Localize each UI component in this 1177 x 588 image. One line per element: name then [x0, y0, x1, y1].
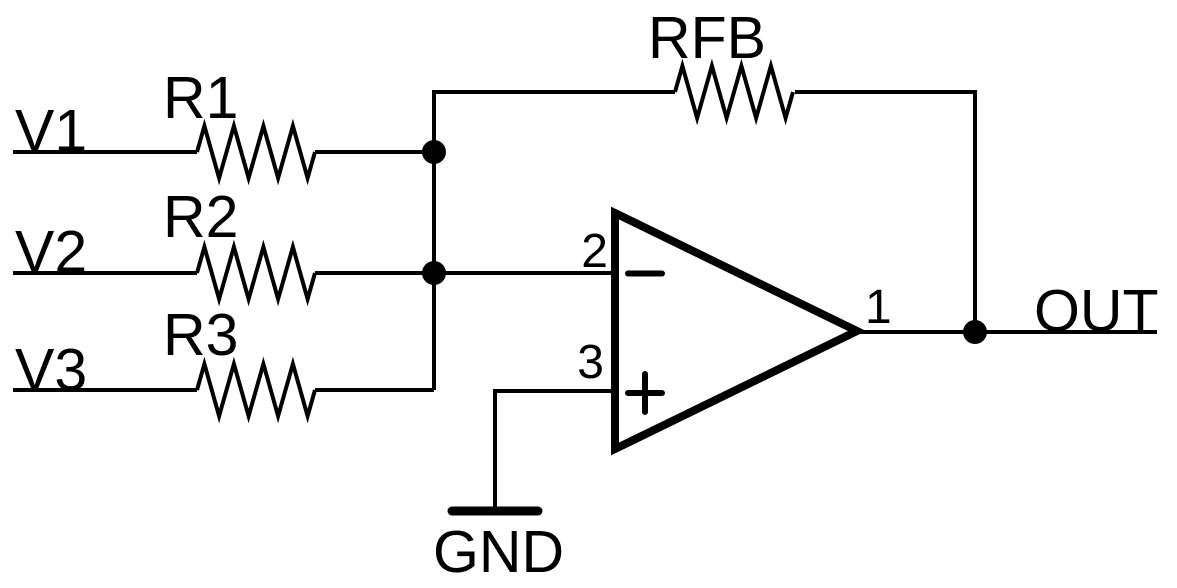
wire-feedback-to-output-node — [795, 90, 977, 332]
resistor-r2-label: R2 — [163, 184, 238, 250]
resistor-r2-symbol — [195, 245, 317, 301]
input-v1-label: V1 — [15, 98, 87, 164]
junction-dots — [422, 140, 987, 344]
resistor-rfb-symbol — [673, 64, 795, 120]
resistor-rfb-label: RFB — [648, 5, 766, 71]
resistor-r1-label: R1 — [163, 65, 238, 131]
input-v2-label: V2 — [15, 219, 87, 285]
opamp-triangle — [611, 206, 867, 456]
junction-dot — [963, 320, 987, 344]
junction-dot — [422, 261, 446, 285]
wire-noninverting-to-ground — [493, 389, 619, 508]
resistor-r3-label: R3 — [163, 302, 238, 368]
pin-1-label: 1 — [865, 281, 892, 334]
resistor-r1-symbol — [195, 124, 317, 180]
junction-dot — [422, 140, 446, 164]
ground-label: GND — [433, 519, 564, 585]
resistor-r3-symbol — [195, 362, 317, 418]
plus-icon — [625, 371, 665, 415]
wire-junction-bus-to-feedback — [432, 90, 675, 390]
input-v3-label: V3 — [15, 337, 87, 403]
opamp-port-symbols — [625, 270, 665, 415]
resistor-group — [195, 64, 795, 418]
pin-2-label: 2 — [581, 225, 608, 278]
pin-3-label: 3 — [577, 336, 604, 389]
output-label: OUT — [1034, 278, 1159, 344]
wire-group — [13, 90, 1157, 508]
